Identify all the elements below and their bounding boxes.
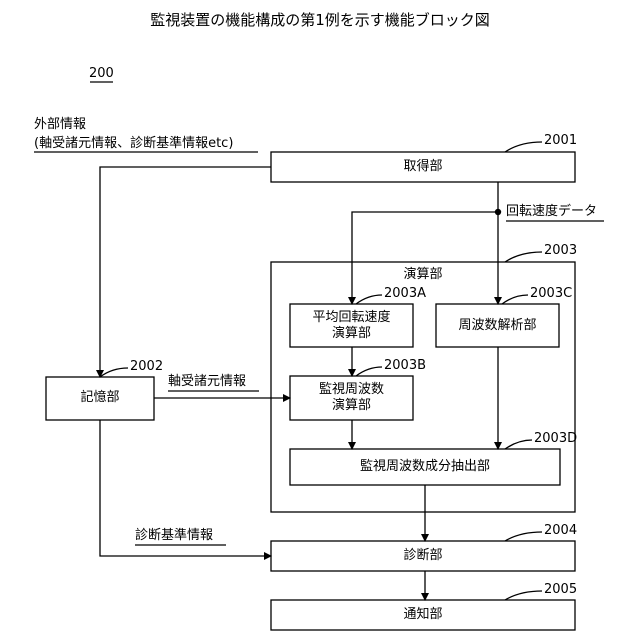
frequency-analysis-ref: 2003C — [530, 286, 572, 302]
leader-2003b — [356, 367, 382, 376]
leader-2003d — [505, 440, 532, 449]
computation-ref: 2003 — [544, 243, 577, 259]
leader-2002 — [100, 368, 128, 377]
monitor-freq-ref: 2003B — [384, 358, 426, 374]
extraction-ref: 2003D — [534, 431, 577, 447]
external-info-label: 外部情報 — [34, 117, 86, 133]
bearing-spec-info-label: 軸受諸元情報 — [168, 374, 246, 390]
leader-2005 — [505, 591, 542, 600]
diagnosis-label: 診断部 — [271, 548, 575, 564]
monitor-freq-label-line2: 演算部 — [290, 398, 413, 414]
notification-ref: 2005 — [544, 582, 577, 598]
notification-label: 通知部 — [271, 607, 575, 623]
rotation-data-junction-dot — [495, 209, 501, 215]
avg-speed-label-line2: 演算部 — [290, 326, 413, 342]
diagnosis-criteria-info-label: 診断基準情報 — [135, 528, 213, 544]
acquisition-ref: 2001 — [544, 133, 577, 149]
figure-number: 200 — [89, 66, 114, 82]
monitor-freq-label-line1: 監視周波数 — [290, 382, 413, 398]
leader-2003a — [356, 295, 382, 304]
storage-ref: 2002 — [130, 359, 163, 375]
acquisition-label: 取得部 — [271, 159, 575, 175]
arrow-acquisition-to-storage — [100, 167, 271, 377]
leader-2001 — [505, 142, 542, 152]
avg-speed-label-line1: 平均回転速度 — [290, 310, 413, 326]
computation-label: 演算部 — [271, 267, 575, 283]
diagram-title: 監視装置の機能構成の第1例を示す機能ブロック図 — [0, 11, 640, 29]
leader-2003c — [502, 295, 528, 304]
frequency-analysis-label: 周波数解析部 — [436, 318, 559, 334]
rotation-speed-data-label: 回転速度データ — [506, 204, 597, 220]
extraction-label: 監視周波数成分抽出部 — [290, 459, 560, 475]
diagnosis-ref: 2004 — [544, 523, 577, 539]
external-info-detail: (軸受諸元情報、診断基準情報etc) — [34, 136, 233, 152]
leader-2003 — [505, 252, 542, 262]
avg-speed-ref: 2003A — [384, 286, 426, 302]
storage-label: 記憶部 — [46, 390, 154, 406]
leader-2004 — [505, 532, 542, 541]
